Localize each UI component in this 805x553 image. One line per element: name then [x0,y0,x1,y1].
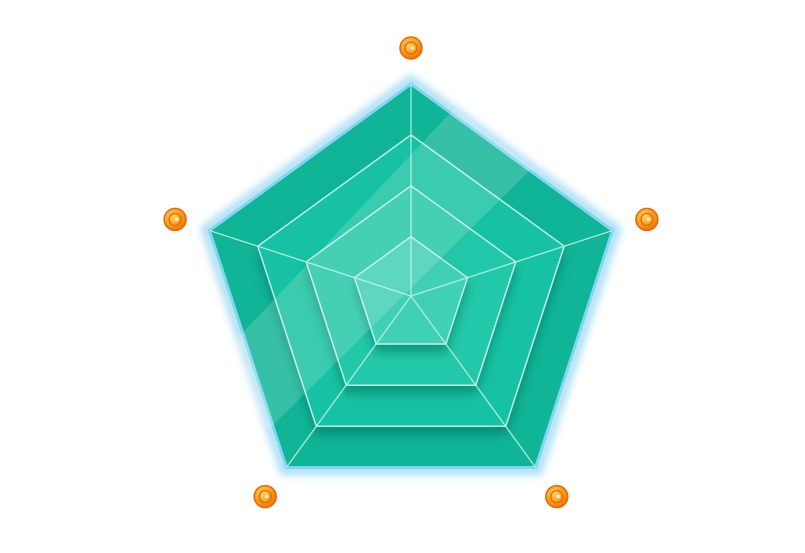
radar-spoke-4 [285,295,412,468]
axis-marker-5 [163,207,187,232]
axis-marker-4 [253,484,277,509]
radar-spokes [209,84,613,468]
radar-spoke-3 [410,295,537,468]
radar-spoke-2 [410,229,613,297]
axis-marker-2 [635,207,659,232]
axis-marker-1 [399,36,423,60]
axis-marker-3 [545,484,569,509]
radar-spoke-5 [209,229,412,297]
glass-highlight [215,108,532,430]
outer-glow-ring [200,74,622,476]
axis-markers [163,36,659,509]
